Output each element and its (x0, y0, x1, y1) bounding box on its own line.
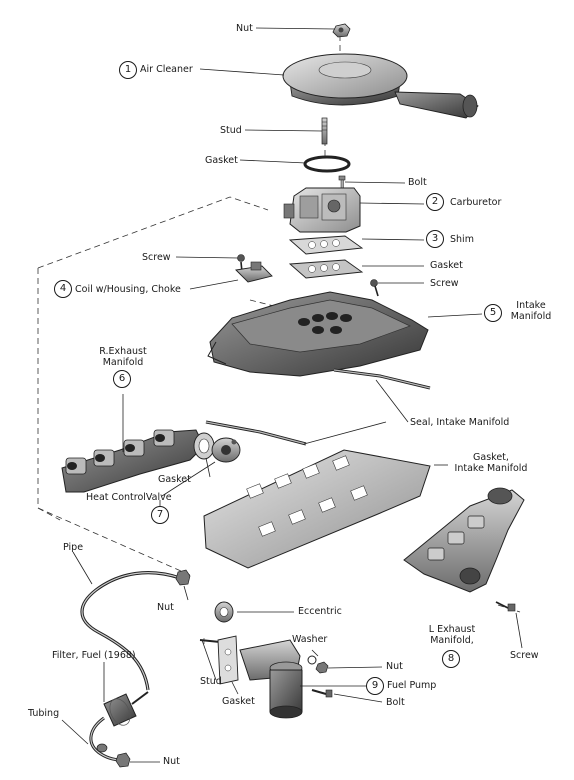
callout-9: 9 (366, 677, 384, 695)
callout-7: 7 (151, 506, 169, 524)
label-nut-bottom: Nut (163, 756, 180, 767)
label-air-cleaner: Air Cleaner (140, 64, 193, 75)
callout-3: 3 (426, 230, 444, 248)
fuel-pump-gasket-part (217, 635, 239, 685)
label-gasket-intake: Gasket, Intake Manifold (454, 452, 528, 474)
label-coil-choke: Coil w/Housing, Choke (75, 284, 181, 295)
label-washer: Washer (292, 634, 328, 645)
fuel-pump-washer-part (307, 655, 317, 665)
label-intake-manifold: Intake Manifold (510, 300, 552, 322)
pipe-nut-part (175, 569, 191, 586)
intake-manifold-seal-part (205, 368, 431, 446)
label-seal-intake: Seal, Intake Manifold (410, 417, 510, 428)
eccentric-part (214, 601, 234, 623)
heat-control-gasket-part (193, 432, 215, 460)
leader-lines (61, 27, 523, 763)
label-fuel-pump: Fuel Pump (387, 680, 437, 691)
label-eccentric: Eccentric (298, 606, 342, 617)
callout-2: 2 (426, 193, 444, 211)
callout-8: 8 (442, 650, 460, 668)
fuel-tubing-part (89, 716, 123, 762)
carburetor-bolt-part (338, 175, 346, 193)
label-gasket-pump: Gasket (222, 696, 255, 707)
label-heat-control-valve: Heat ControlValve (86, 492, 172, 503)
label-gasket-air: Gasket (205, 155, 238, 166)
label-bolt-carb: Bolt (408, 177, 427, 188)
left-exhaust-manifold-part (403, 487, 525, 593)
shim-plate-part (288, 235, 364, 255)
left-exhaust-screw-part (495, 601, 516, 612)
fuel-filter-part (103, 691, 149, 727)
air-cleaner-part (282, 53, 479, 119)
nut-top-part (332, 23, 351, 38)
choke-coil-housing-part (235, 261, 273, 283)
label-gasket-carb: Gasket (430, 260, 463, 271)
carburetor-gasket-part (288, 259, 364, 279)
tubing-nut-part (115, 752, 131, 768)
heat-control-valve-part (211, 437, 241, 463)
intake-manifold-part (207, 291, 429, 377)
carburetor-screw-part (370, 279, 379, 297)
label-stud-top: Stud (220, 125, 242, 136)
label-r-exhaust-manifold: R.Exhaust Manifold (99, 346, 147, 368)
callout-1: 1 (119, 61, 137, 79)
label-pipe: Pipe (63, 542, 84, 553)
label-shim: Shim (450, 234, 474, 245)
carburetor-part (283, 187, 361, 233)
label-stud-pump: Stud (200, 676, 222, 687)
stud-top-part (321, 117, 328, 145)
callout-6: 6 (113, 370, 131, 388)
label-screw-choke: Screw (142, 252, 171, 263)
fuel-pump-nut-part (315, 661, 329, 674)
air-cleaner-gasket-ring (303, 155, 351, 173)
fuel-pump-bolt-part (311, 689, 333, 698)
label-nut-top: Nut (236, 23, 253, 34)
label-bolt-pump: Bolt (386, 697, 405, 708)
callout-4: 4 (54, 280, 72, 298)
label-tubing: Tubing (28, 708, 60, 719)
intake-manifold-gasket-part (203, 449, 431, 569)
label-l-exhaust-manifold: L Exhaust Manifold, (428, 624, 476, 646)
fuel-pump-stud-part (199, 638, 221, 644)
right-exhaust-manifold-part (61, 429, 205, 493)
label-carburetor: Carburetor (450, 197, 502, 208)
label-gasket-heat: Gasket (158, 474, 191, 485)
label-screw-lexh: Screw (510, 650, 539, 661)
fuel-pump-part (239, 639, 303, 719)
label-nut-pump: Nut (386, 661, 403, 672)
label-nut-pipe: Nut (157, 602, 174, 613)
fuel-pipe-part (80, 571, 181, 691)
label-filter: Filter, Fuel (1968) (52, 650, 136, 661)
callout-5: 5 (484, 304, 502, 322)
label-screw-carb: Screw (430, 278, 459, 289)
